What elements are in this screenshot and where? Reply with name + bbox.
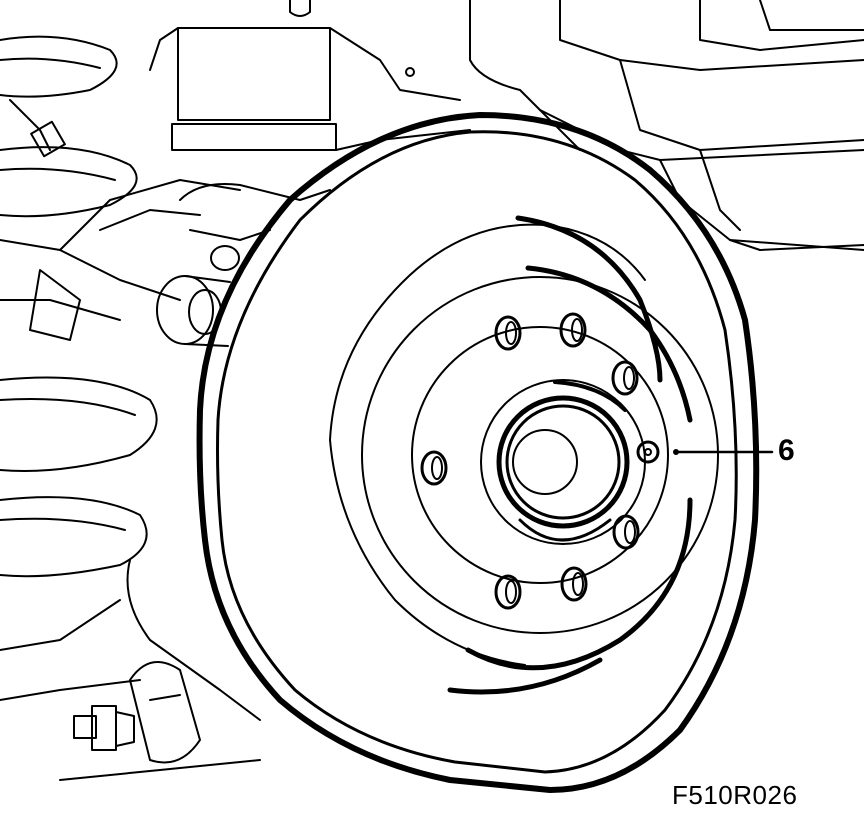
retaining-screw	[636, 440, 660, 464]
suspension-link	[0, 99, 241, 341]
callout-number: 6	[778, 434, 795, 467]
lower-control-arm	[0, 559, 261, 781]
figure-reference-code: F510R026	[672, 780, 798, 810]
brake-disc	[196, 112, 760, 793]
knuckle	[179, 183, 331, 271]
wheel-stud-holes	[420, 312, 640, 610]
bolt	[73, 705, 135, 751]
callout-leader	[673, 449, 774, 455]
coil-spring	[0, 35, 158, 578]
